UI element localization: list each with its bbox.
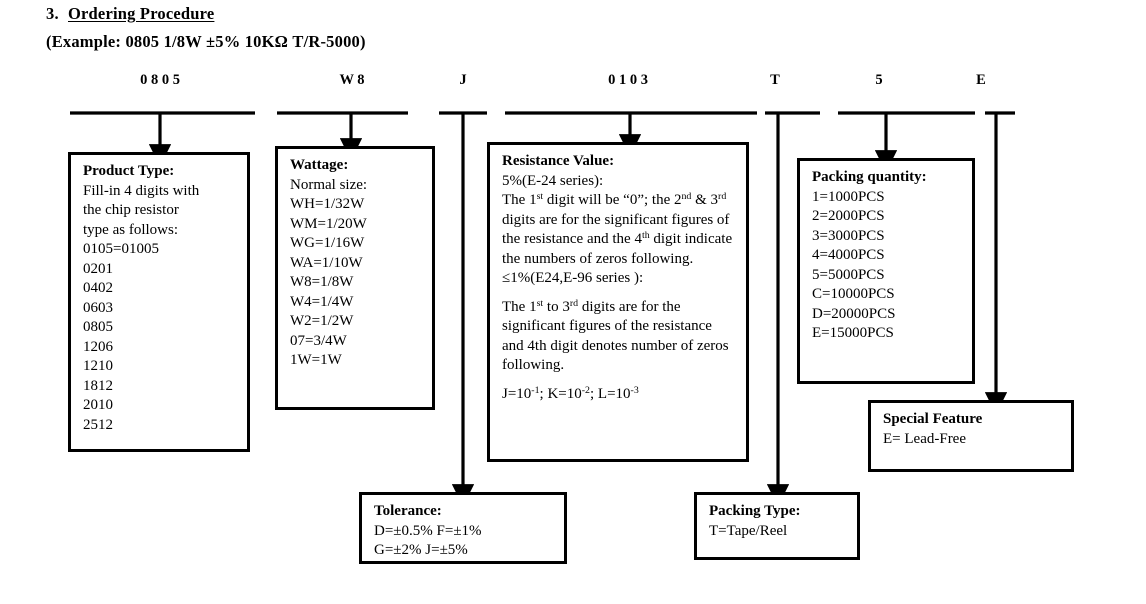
box-line: 1812 — [83, 377, 113, 394]
box-tolerance: Tolerance: D=±0.5% F=±1% G=±2% J=±5% — [359, 492, 567, 564]
code-segment-packing-type: T — [770, 72, 780, 88]
code-segment-resistance: 0 1 0 3 — [608, 72, 648, 88]
box-title: Product Type: — [83, 163, 175, 179]
text-fragment: & 3 — [691, 192, 719, 208]
code-segment-tolerance: J — [459, 72, 467, 88]
multiplier-codes: J=10-1; K=10-2; L=10-3 — [502, 385, 746, 405]
box-line: T=Tape/Reel — [709, 522, 788, 539]
box-line: WM=1/20W — [290, 215, 367, 232]
ordinal-suffix: th — [641, 229, 650, 241]
box-line: 0105=01005 — [83, 241, 159, 257]
box-line: G=±2% J=±5% — [374, 542, 468, 558]
box-line: 3=3000PCS — [812, 227, 885, 244]
box-line: E= Lead-Free — [883, 430, 966, 447]
box-line: Normal size: — [290, 176, 368, 193]
box-line: 1210 — [83, 358, 113, 374]
e96-description: The 1st to 3rd digits are for the signif… — [502, 298, 746, 376]
text-fragment: digit will be “0”; the 2 — [543, 192, 682, 208]
ordinal-suffix: nd — [681, 190, 692, 202]
exponent: -2 — [581, 384, 590, 396]
exponent: -1 — [531, 384, 540, 396]
text-fragment: digits are for the significant figures o… — [502, 211, 730, 248]
box-resistance-value: Resistance Value: 5%(E-24 series): The 1… — [487, 142, 749, 462]
box-line: 2=2000PCS — [812, 208, 885, 224]
box-line: W4=1/4W — [290, 293, 354, 310]
text-fragment: digits are for the significant figures o… — [502, 298, 729, 374]
box-special-feature: Special Feature E= Lead-Free — [868, 400, 1074, 472]
section-number: 3. — [46, 4, 59, 23]
box-title: Packing Type: — [709, 503, 801, 519]
ordinal-suffix: st — [536, 190, 544, 202]
text-fragment: The 1 — [502, 298, 537, 315]
box-line: 07=3/4W — [290, 332, 347, 349]
page-title: Ordering Procedure — [68, 4, 215, 23]
box-line: D=20000PCS — [812, 305, 896, 322]
code-segment-product-type: 0 8 0 5 — [140, 72, 180, 88]
text-fragment: ; L=10 — [589, 385, 631, 402]
code-segment-packing-quantity: 5 — [875, 72, 883, 88]
code-segment-wattage: W 8 — [339, 72, 365, 88]
box-line: W2=1/2W — [290, 313, 354, 329]
box-line: 0402 — [83, 280, 113, 296]
text-fragment: The 1 — [502, 192, 537, 208]
series-e96-label: ≤1%(E24,E-96 series ): — [502, 270, 644, 286]
box-line: E=15000PCS — [812, 325, 894, 341]
spacer — [502, 289, 746, 298]
box-line: 0603 — [83, 299, 113, 316]
box-line: 1=1000PCS — [812, 188, 885, 205]
box-packing-quantity: Packing quantity: 1=1000PCS 2=2000PCS 3=… — [797, 158, 975, 384]
spacer — [502, 376, 746, 385]
text-fragment: digit indicate the numbers of zeros foll… — [502, 231, 733, 267]
box-line: C=10000PCS — [812, 286, 895, 302]
box-line: type as follows: — [83, 221, 178, 238]
box-title: Wattage: — [290, 157, 349, 173]
exponent: -3 — [630, 384, 639, 396]
box-line: D=±0.5% F=±1% — [374, 522, 482, 539]
box-title: Packing quantity: — [812, 169, 927, 185]
ordinal-suffix: rd — [718, 190, 727, 202]
box-title: Tolerance: — [374, 503, 442, 519]
code-segment-special-feature: E — [976, 72, 986, 88]
box-line: 0201 — [83, 260, 113, 277]
ordinal-suffix: rd — [569, 297, 579, 309]
text-fragment: J=10 — [502, 385, 532, 402]
ordinal-suffix: st — [536, 297, 544, 309]
box-line: WG=1/16W — [290, 235, 365, 251]
box-line: 5=5000PCS — [812, 266, 885, 283]
series-e24-label: 5%(E-24 series): — [502, 172, 604, 189]
box-wattage: Wattage: Normal size: WH=1/32W WM=1/20W … — [275, 146, 435, 410]
box-line: WA=1/10W — [290, 254, 363, 271]
box-product-type: Product Type: Fill-in 4 digits with the … — [68, 152, 250, 452]
box-line: 2010 — [83, 397, 113, 413]
text-fragment: to 3 — [543, 298, 570, 315]
text-fragment: ; K=10 — [539, 385, 582, 402]
box-line: 4=4000PCS — [812, 247, 885, 263]
box-line: 1W=1W — [290, 352, 342, 368]
box-line: WH=1/32W — [290, 196, 365, 212]
box-line: Fill-in 4 digits with — [83, 182, 200, 199]
example-part-number: (Example: 0805 1/8W ±5% 10KΩ T/R-5000) — [46, 32, 366, 51]
e24-description: The 1st digit will be “0”; the 2nd & 3rd… — [502, 191, 746, 269]
box-line: W8=1/8W — [290, 274, 354, 290]
box-line: 1206 — [83, 338, 113, 355]
box-line: the chip resistor — [83, 202, 179, 218]
box-title: Resistance Value: — [502, 153, 615, 169]
box-line: 0805 — [83, 319, 113, 335]
box-packing-type: Packing Type: T=Tape/Reel — [694, 492, 860, 560]
box-line: 2512 — [83, 416, 113, 433]
box-title: Special Feature — [883, 411, 983, 427]
